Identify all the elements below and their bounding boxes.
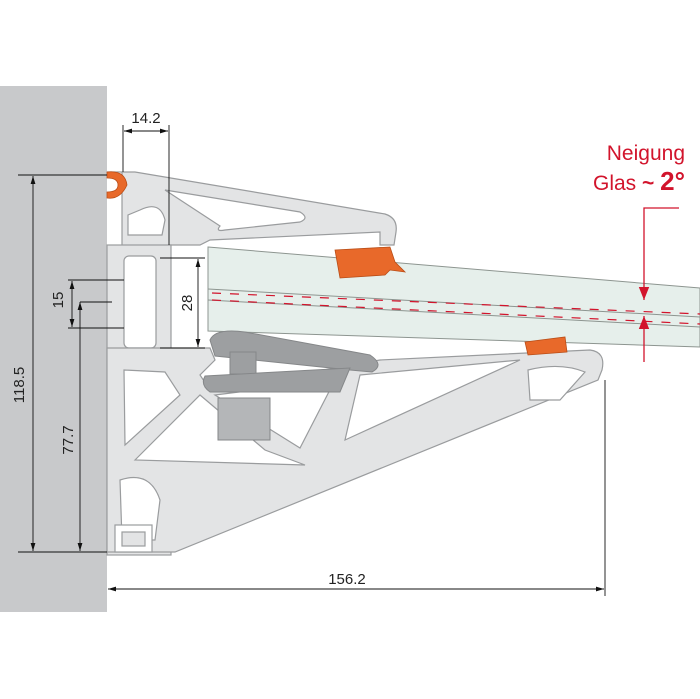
dimension-depth: 156.2 (328, 571, 366, 588)
dimension-lines (18, 125, 606, 596)
slope-label-glas: Glas (593, 172, 636, 195)
slope-label-tilde: ~ (642, 172, 654, 195)
glass-clamp (202, 330, 379, 441)
dimension-glass-thickness: 28 (179, 295, 196, 312)
dimension-slot-height: 15 (50, 292, 67, 309)
aluminium-profile (106, 171, 604, 556)
slope-indicator (638, 207, 679, 362)
seals (106, 171, 568, 356)
wall (0, 86, 107, 612)
slope-label-line1: Neigung (607, 142, 685, 165)
dimension-total-height: 118.5 (11, 367, 28, 403)
dimension-top-width: 14.2 (131, 110, 160, 127)
slope-angle: 2° (660, 166, 685, 196)
glass-panel (207, 246, 700, 348)
dimension-lower-height: 77.7 (60, 425, 77, 454)
slope-label-line2: Glas ~ 2° (593, 166, 685, 196)
